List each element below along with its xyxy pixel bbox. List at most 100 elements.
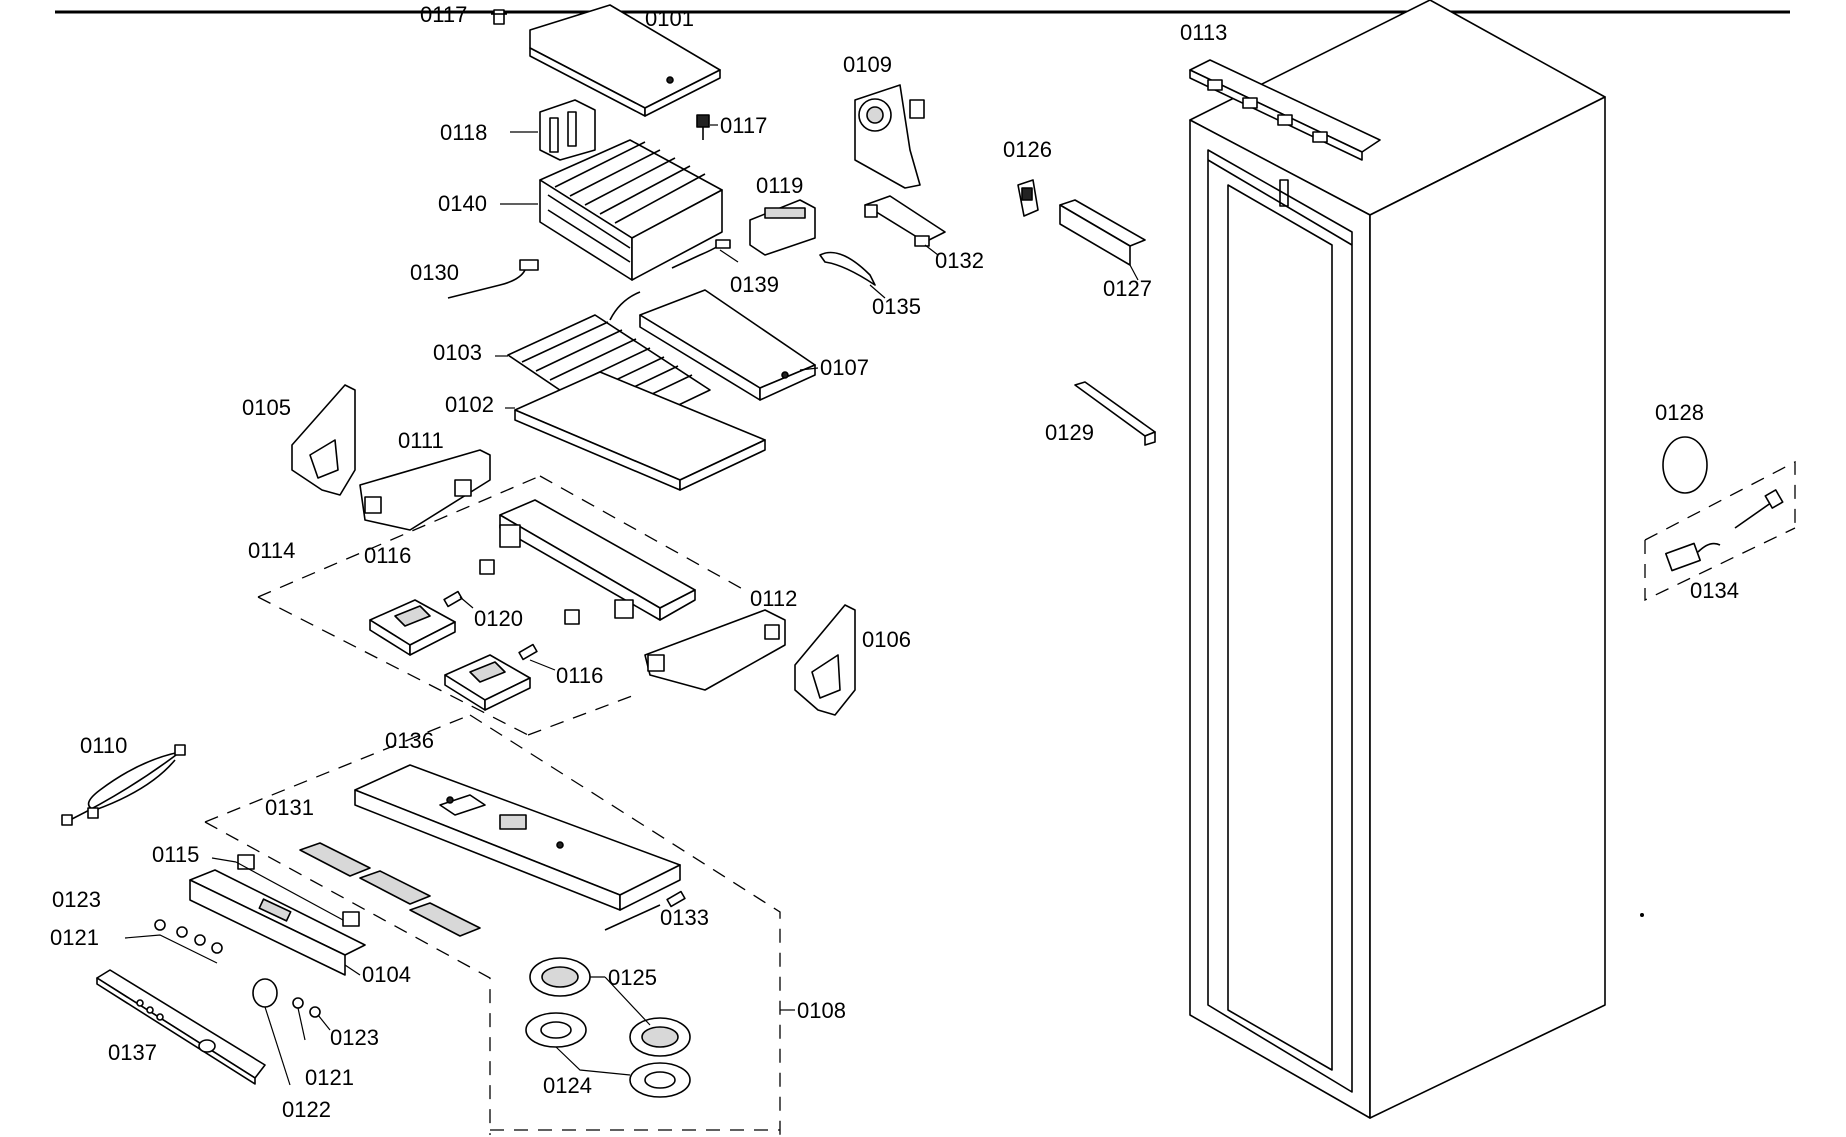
leader-0127 xyxy=(1129,264,1139,281)
part-0119-housing xyxy=(749,199,816,256)
part-0120-lamp-a xyxy=(443,590,463,608)
part-0112-bracket xyxy=(644,609,786,691)
part-0128-ring xyxy=(1662,436,1708,494)
outline-0108 xyxy=(204,714,781,1135)
part-0106-side-bracket xyxy=(794,604,856,716)
label-0126: 0126 xyxy=(1003,137,1052,162)
label-0117-mid: 0117 xyxy=(720,113,767,138)
part-0116-cube-a xyxy=(479,559,495,575)
part-0137-front-panel xyxy=(96,969,266,1085)
leader-0107 xyxy=(799,367,819,371)
part-0124-ring-a xyxy=(525,1012,587,1048)
part-0115-knob-b xyxy=(342,911,360,927)
part-0133-sensor xyxy=(604,890,686,931)
label-0136: 0136 xyxy=(385,728,434,753)
part-0127-panel xyxy=(1059,199,1146,266)
part-0105-side-bracket xyxy=(291,384,356,496)
leader-0120 xyxy=(459,596,474,609)
assembly-outlines xyxy=(204,460,1796,1135)
label-0119: 0119 xyxy=(756,173,803,198)
part-0123-buttons xyxy=(154,919,223,954)
label-0117-top: 0117 xyxy=(420,2,467,27)
label-0131: 0131 xyxy=(265,795,314,820)
leader-0124 xyxy=(555,1046,631,1076)
part-0111-bracket xyxy=(359,449,491,531)
leader-0116b xyxy=(529,659,556,671)
label-0125: 0125 xyxy=(608,965,657,990)
outline-0114 xyxy=(257,475,749,736)
label-0135: 0135 xyxy=(872,294,921,319)
label-0121-a: 0121 xyxy=(50,925,99,950)
leader-lines xyxy=(124,124,1139,1086)
label-0116-a: 0116 xyxy=(364,543,411,568)
part-0107-drain-tray xyxy=(639,289,816,401)
part-0132-handle xyxy=(864,195,946,247)
leader-0123b xyxy=(317,1014,331,1031)
part-0134-lamp-assembly xyxy=(1665,489,1784,572)
part-0120-lamp-b xyxy=(518,643,538,661)
leader-0132 xyxy=(924,244,939,256)
label-0139: 0139 xyxy=(730,272,779,297)
label-0106: 0106 xyxy=(862,627,911,652)
part-0101-cover-plate xyxy=(529,4,721,117)
part-0125-gasket-a xyxy=(529,957,591,997)
part-0136-base-plate xyxy=(354,764,681,911)
leader-0139 xyxy=(719,249,739,263)
label-0109: 0109 xyxy=(843,52,892,77)
label-0105: 0105 xyxy=(242,395,291,420)
part-0126-switch xyxy=(1017,179,1039,217)
part-0130-sensor xyxy=(447,259,539,299)
label-0129: 0129 xyxy=(1045,420,1094,445)
label-0137: 0137 xyxy=(108,1040,157,1065)
label-0114: 0114 xyxy=(248,538,295,563)
part-0140-evaporator xyxy=(539,139,723,281)
leader-0135 xyxy=(869,284,886,299)
leader-0121a xyxy=(124,934,218,964)
label-0118: 0118 xyxy=(440,120,487,145)
label-0113: 0113 xyxy=(1180,20,1227,45)
part-0131-light-strips xyxy=(299,842,481,937)
part-0118-bracket xyxy=(539,99,596,161)
label-0122: 0122 xyxy=(282,1097,331,1122)
part-0113-top-rail xyxy=(1189,59,1381,161)
label-0123-b: 0123 xyxy=(330,1025,379,1050)
part-0116-cube-b xyxy=(564,609,580,625)
label-0107: 0107 xyxy=(820,355,869,380)
part-0139-sensor xyxy=(671,239,731,269)
leader-0104 xyxy=(344,964,361,976)
part-0124-ring-b xyxy=(629,1062,691,1098)
part-labels: 0117 0101 0113 0109 0117 0118 0126 0119 … xyxy=(50,2,1739,1122)
leader-0122 xyxy=(264,1006,291,1086)
label-0104: 0104 xyxy=(362,962,411,987)
part-0104-control-panel xyxy=(189,869,366,976)
leader-0125 xyxy=(590,976,651,1026)
part-0125-gasket-b xyxy=(629,1017,691,1057)
leader-0121b xyxy=(297,1007,306,1041)
part-0129-strip xyxy=(1074,381,1156,446)
label-0108: 0108 xyxy=(797,998,846,1023)
leader-0115 xyxy=(211,857,344,921)
label-0132: 0132 xyxy=(935,248,984,273)
label-0127: 0127 xyxy=(1103,276,1152,301)
label-0110: 0110 xyxy=(80,733,127,758)
label-0116-b: 0116 xyxy=(556,663,603,688)
cabinet xyxy=(1189,0,1606,1119)
part-0116-lamp-cover-b xyxy=(444,654,531,711)
part-0135-strip xyxy=(819,251,876,286)
part-0102-tray xyxy=(514,371,766,491)
label-0115: 0115 xyxy=(152,842,199,867)
label-0103: 0103 xyxy=(433,340,482,365)
label-0111: 0111 xyxy=(398,428,444,453)
label-0101: 0101 xyxy=(645,6,694,31)
label-0133: 0133 xyxy=(660,905,709,930)
label-0123-a: 0123 xyxy=(52,887,101,912)
label-0130: 0130 xyxy=(410,260,459,285)
label-0112: 0112 xyxy=(750,586,797,611)
part-0121-buttons xyxy=(292,997,321,1018)
label-0120: 0120 xyxy=(474,606,523,631)
stray-dot xyxy=(1640,913,1644,917)
label-0140: 0140 xyxy=(438,191,487,216)
outline-0134 xyxy=(1644,460,1796,602)
label-0134: 0134 xyxy=(1690,578,1739,603)
